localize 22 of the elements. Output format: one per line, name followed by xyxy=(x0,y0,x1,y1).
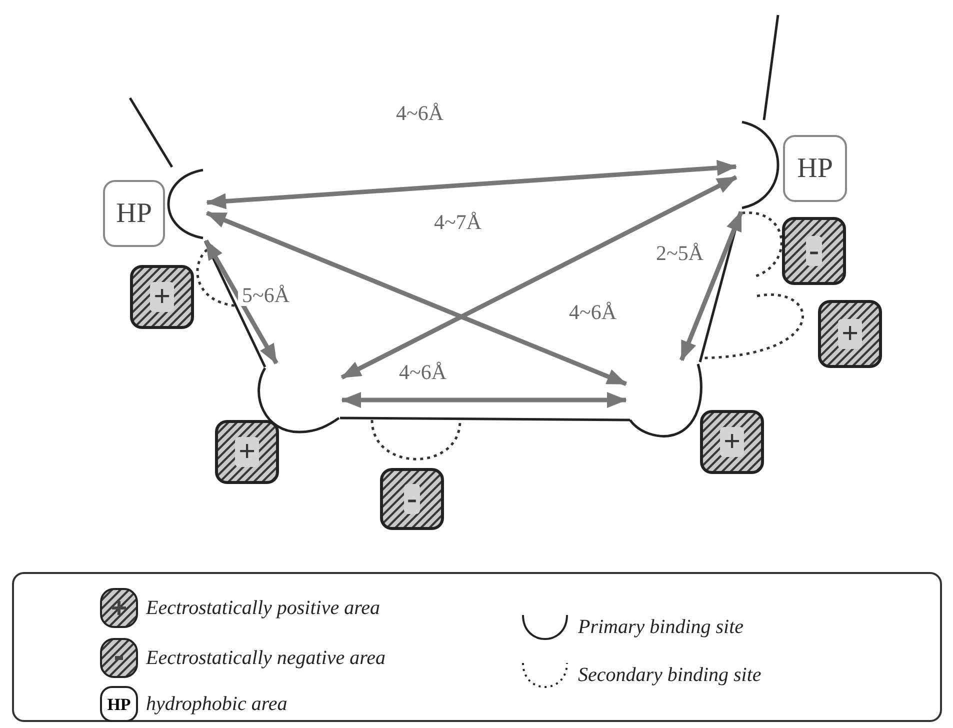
legend-text: Eectrostatically positive area xyxy=(146,596,380,621)
primary-binding-site xyxy=(255,365,340,435)
hydrophobic-area: HP xyxy=(103,180,165,247)
electrostatic-area: + xyxy=(818,300,882,368)
legend-text: hydrophobic area xyxy=(146,692,288,717)
legend-text: Eectrostatically negative area xyxy=(146,646,386,671)
distance-arrow xyxy=(340,175,738,380)
legend-text: Secondary binding site xyxy=(578,663,762,688)
primary-binding-site xyxy=(628,362,703,438)
electrostatic-area: + xyxy=(130,265,194,329)
electrostatic-area: - xyxy=(380,468,444,530)
hydrophobic-symbol: HP xyxy=(100,686,138,722)
hydrophobic-area: HP xyxy=(783,135,847,202)
primary-binding-site xyxy=(165,168,205,240)
distance-arrow xyxy=(341,392,627,408)
electrostatic-area: - xyxy=(782,217,846,285)
electrostatic-area: + xyxy=(215,420,279,484)
distance-arrow xyxy=(679,210,744,362)
distance-arrow xyxy=(204,239,278,364)
electrostatic-area: + xyxy=(700,410,764,474)
legend-text: Primary binding site xyxy=(578,615,744,640)
distance-arrow xyxy=(206,160,737,210)
